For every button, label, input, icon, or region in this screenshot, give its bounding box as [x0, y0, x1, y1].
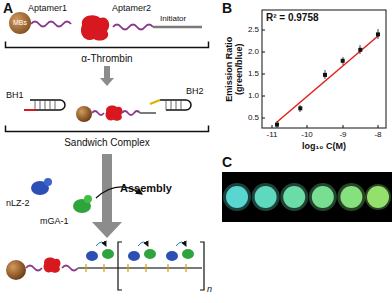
bracket-group: Sandwich Complex	[4, 86, 210, 150]
panel-letter: C	[222, 154, 232, 170]
bracket-line	[6, 126, 209, 132]
panel-letter: A	[3, 0, 13, 16]
sandwich-row	[24, 100, 191, 122]
emission-photo	[222, 172, 392, 222]
thrombin-protein	[81, 15, 109, 40]
assembly-arrow	[92, 154, 122, 238]
transfer-arrow	[176, 242, 186, 246]
mga1-protein	[182, 249, 194, 259]
part-label: mGA-1	[40, 216, 69, 226]
data-point	[376, 32, 380, 36]
chain-rungs	[86, 264, 186, 272]
glow	[252, 183, 280, 211]
data-point	[323, 73, 327, 77]
transfer-arrow	[96, 242, 106, 246]
nlz2-protein-lobe	[44, 178, 52, 186]
mga1-protein-lobe	[84, 195, 92, 203]
x-ticks	[272, 125, 378, 128]
part-label: Aptamer2	[112, 3, 151, 13]
bh2-rungs	[166, 100, 181, 110]
initiator-strand	[153, 26, 202, 29]
bh2-toehold	[150, 100, 160, 104]
sample-spot	[367, 186, 389, 208]
bead	[76, 106, 92, 122]
error-bars	[277, 29, 378, 128]
aptamer2-strand	[113, 25, 153, 30]
tick-label: 2.5	[248, 25, 259, 34]
glow	[223, 183, 251, 211]
dna-chain	[78, 267, 202, 269]
repeat-count: n	[207, 284, 212, 294]
mga1-protein	[144, 249, 156, 259]
fit-line	[277, 36, 378, 122]
glow	[365, 184, 391, 210]
data-point	[275, 123, 279, 127]
part-label: nLZ-2	[6, 198, 30, 208]
sample-spot	[340, 186, 362, 208]
part-label: BH1	[6, 90, 24, 100]
transfer-arrow	[138, 242, 148, 246]
bead	[6, 260, 26, 280]
sample-spot	[312, 186, 334, 208]
axis-title: log₁₀ C(M)	[302, 141, 346, 151]
sample-spot	[255, 186, 277, 208]
glow	[280, 183, 308, 211]
part-label: BH2	[186, 86, 204, 96]
nlz2-protein	[166, 251, 178, 261]
bh1-toehold	[24, 109, 36, 111]
panel-letter: B	[222, 0, 232, 16]
tick-label: -10	[301, 130, 313, 139]
group-caption: Sandwich Complex	[64, 137, 150, 151]
glow	[337, 183, 365, 211]
fit-statistic: R² = 0.9758	[266, 12, 319, 24]
calibration-plot	[262, 10, 386, 128]
tick-label: 1.0	[248, 91, 259, 100]
part-label: Initiator	[160, 14, 186, 23]
tick-label: 2.0	[248, 47, 259, 56]
axis-title: Emission Ratio (green/blue)	[224, 29, 245, 109]
bh2-hairpin	[160, 100, 191, 110]
flow-arrow	[100, 66, 114, 86]
tick-label: -8	[374, 130, 381, 139]
data-points	[275, 32, 380, 126]
data-point	[358, 48, 362, 52]
tick-label: -9	[339, 130, 346, 139]
part-label: Aptamer1	[28, 3, 67, 13]
step-label: Assembly	[120, 182, 172, 195]
aptamer-strand	[26, 266, 42, 271]
nlz2-protein	[86, 251, 98, 261]
aptamer1-strand	[31, 22, 71, 27]
assembled-chain	[6, 242, 204, 290]
thrombin-protein	[44, 258, 61, 273]
tick-label: -11	[267, 130, 278, 139]
mga1-protein	[102, 249, 114, 259]
aptamer-strand	[62, 266, 78, 271]
group-caption: α-Thrombin	[81, 53, 132, 67]
nlz2-protein	[128, 251, 140, 261]
photo-ground	[222, 172, 392, 222]
glow	[309, 183, 337, 211]
sample-spot	[283, 186, 305, 208]
tick-label: 1.5	[248, 69, 259, 78]
bh1-hairpin	[30, 100, 65, 110]
bead-label: MBs	[13, 19, 27, 27]
thrombin-protein	[106, 106, 123, 121]
data-point	[341, 59, 345, 63]
y-ticks	[262, 30, 265, 118]
bh1-rungs	[35, 100, 55, 110]
aptamer-strand	[92, 111, 104, 115]
data-point	[298, 106, 302, 110]
initiator-strand	[140, 112, 156, 114]
sample-spot	[226, 186, 248, 208]
tick-label: 0.5	[248, 113, 259, 122]
plot-frame	[262, 10, 386, 128]
bracket-line	[6, 42, 209, 48]
aptamer-strand	[122, 111, 140, 115]
repeat-bracket	[118, 242, 204, 290]
